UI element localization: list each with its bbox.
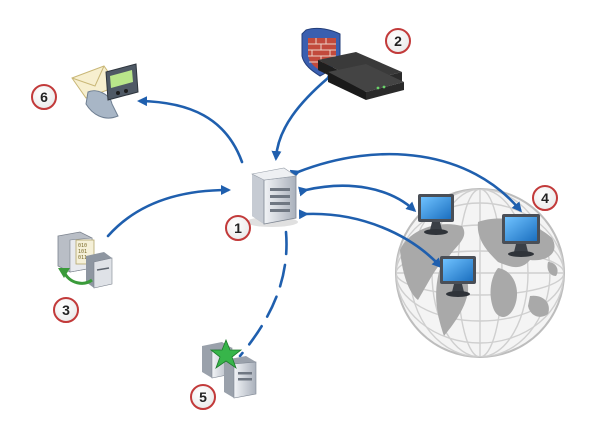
badge-3: 3 [53,297,79,323]
badge-4: 4 [532,185,558,211]
standby-server-icon [202,338,257,399]
badge-label: 2 [394,33,402,49]
firewall-icon [301,27,404,100]
arrow-server-monitor-b [298,209,443,269]
svg-text:101: 101 [78,249,87,255]
monitor-icon [440,256,476,297]
arrow-data-source-to-server [106,185,231,238]
badge-label: 3 [62,302,70,318]
monitor-icon [418,194,454,235]
arrow-server-to-notification [137,96,244,164]
badge-6: 6 [31,84,57,110]
badge-label: 5 [199,389,207,405]
arrow-server-monitor-a [298,184,417,213]
arrow-server-monitor-c [289,152,522,213]
badge-label: 1 [234,220,242,236]
badge-2: 2 [385,28,411,54]
badge-label: 4 [541,190,549,206]
svg-text:011: 011 [78,255,87,261]
connection-arrows [106,69,522,358]
arrow-firewall-server [271,69,337,161]
notification-pager-icon [71,63,139,119]
server-icon [246,167,298,227]
dashed-link-server-standby [238,230,288,358]
badge-1: 1 [225,215,251,241]
monitor-icon [502,214,540,257]
svg-text:010: 010 [78,243,87,249]
badge-label: 6 [40,89,48,105]
badge-5: 5 [190,384,216,410]
